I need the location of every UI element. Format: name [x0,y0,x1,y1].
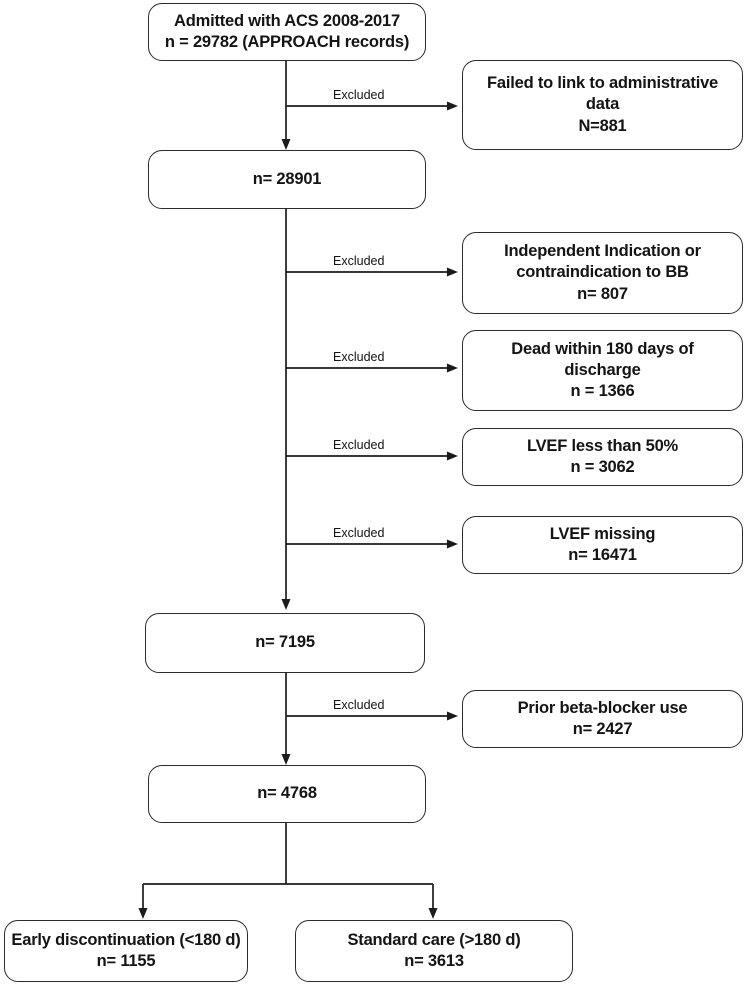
arrowhead-to-4768 [281,754,291,765]
edge-label-excluded-2: Excluded [333,254,385,268]
term-early-discontinuation-line-2: n= 1155 [96,952,156,970]
term-standard-care-line-2: n= 3613 [404,952,464,970]
excl-indication-bb-line-3: n= 807 [577,284,628,303]
edge-label-excluded-5: Excluded [333,526,385,540]
excl-prior-bb-line-2: n= 2427 [572,720,633,738]
excl-dead-180-line-3: n = 1366 [570,382,635,401]
arrowhead-excluded-5 [447,539,458,549]
excl-lvef-low-line-2: n = 3062 [570,458,635,476]
excl-indication-bb-line-1: Independent Indication or [504,242,701,261]
edge-label-excluded-6: Excluded [333,698,385,712]
admitted-cohort-line-1: Admitted with ACS 2008-2017 [174,11,400,30]
term-early-discontinuation-line-1: Early discontinuation (<180 d) [11,930,241,949]
arrowhead-excluded-1 [447,101,458,111]
excl-dead-180-box: Dead within 180 days of discharge n = 13… [462,330,743,411]
excl-prior-bb-box: Prior beta-blocker use n= 2427 [462,690,743,748]
term-early-discontinuation-box: Early discontinuation (<180 d) n= 1155 [4,920,248,982]
arrowhead-to-28901 [281,139,291,150]
arrowhead-excluded-3 [447,363,458,373]
excl-lvef-missing-line-2: n= 16471 [568,546,637,564]
node-4768-line-1: n= 4768 [257,784,317,803]
arrowhead-excluded-6 [447,711,458,721]
excl-lvef-missing-box: LVEF missing n= 16471 [462,516,743,574]
arrowhead-excluded-2 [447,267,458,277]
node-4768-box: n= 4768 [148,765,426,823]
excl-failed-link-line-3: N=881 [578,116,627,135]
arrowhead-left-terminal [138,908,148,919]
excl-lvef-low-line-1: LVEF less than 50% [526,436,679,455]
edge-label-excluded-1: Excluded [333,88,385,102]
arrowhead-right-terminal [428,908,438,919]
arrowhead-excluded-4 [447,451,458,461]
node-28901-box: n= 28901 [148,150,426,209]
excl-prior-bb-line-1: Prior beta-blocker use [517,698,688,717]
arrowhead-to-7195 [281,599,291,610]
excl-lvef-missing-line-1: LVEF missing [549,524,656,543]
node-28901-line-1: n= 28901 [252,169,322,188]
node-7195-line-1: n= 7195 [255,633,315,652]
node-7195-box: n= 7195 [145,613,425,673]
edge-label-excluded-3: Excluded [333,350,385,364]
edge-label-excluded-4: Excluded [333,438,385,452]
admitted-cohort-box: Admitted with ACS 2008-2017 n = 29782 (A… [148,3,426,61]
excl-indication-bb-box: Independent Indication or contraindicati… [462,232,743,314]
term-standard-care-box: Standard care (>180 d) n= 3613 [295,920,573,982]
term-standard-care-line-1: Standard care (>180 d) [347,930,521,949]
excl-dead-180-line-1: Dead within 180 days of [511,339,694,358]
excl-failed-link-line-1: Failed to link to administrative [486,74,719,93]
excl-lvef-low-box: LVEF less than 50% n = 3062 [462,428,743,486]
excl-failed-link-line-2: data [585,95,620,114]
admitted-cohort-line-2: n = 29782 (APPROACH records) [164,33,410,51]
excl-indication-bb-line-2: contraindication to BB [516,263,689,282]
excl-failed-link-box: Failed to link to administrative data N=… [462,60,743,150]
excl-dead-180-line-2: discharge [564,360,641,379]
